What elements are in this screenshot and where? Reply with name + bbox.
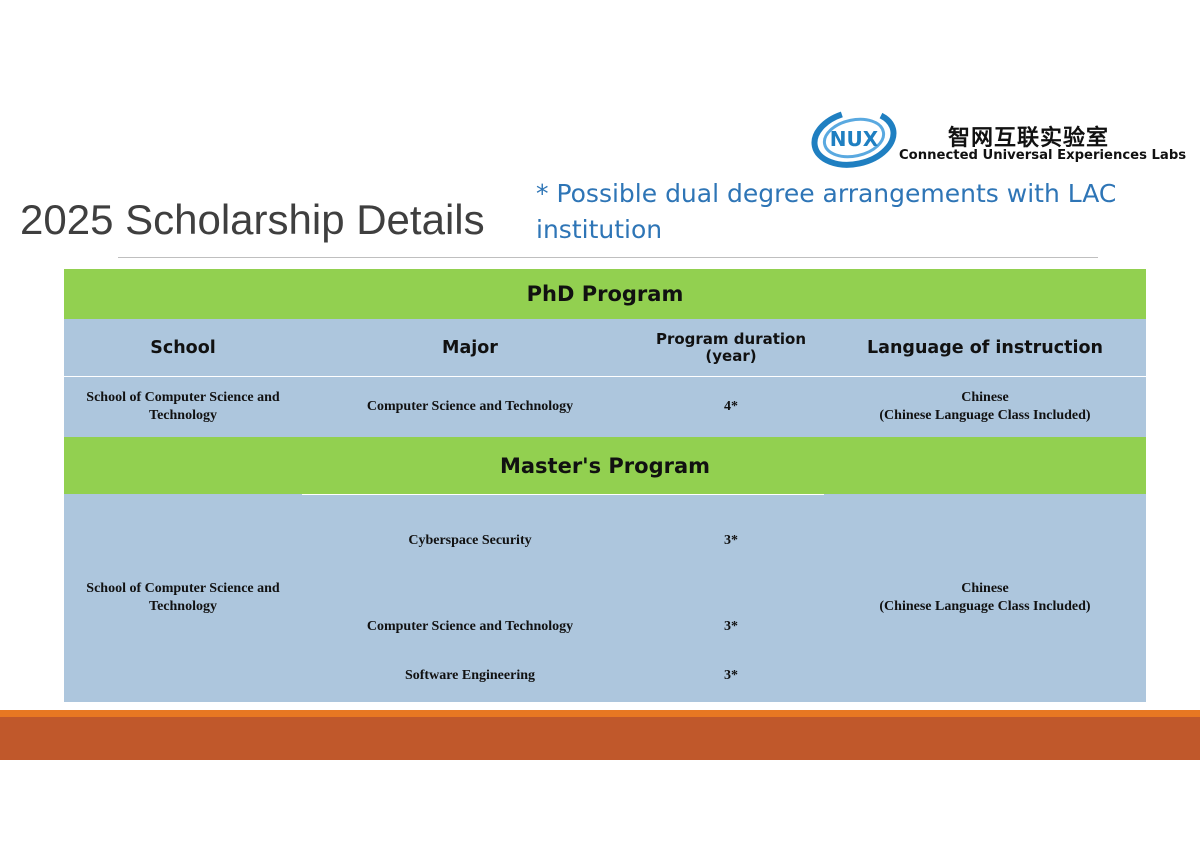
header-duration: Program duration (year) xyxy=(638,319,824,376)
header-school: School xyxy=(64,319,302,376)
phd-section-title: PhD Program xyxy=(64,269,1146,319)
masters-major-3: Software Engineering xyxy=(302,649,638,702)
header-separator xyxy=(64,376,1146,377)
dual-degree-note: * Possible dual degree arrangements with… xyxy=(536,179,1117,244)
masters-school: School of Computer Science and Technolog… xyxy=(64,494,302,702)
masters-duration-2: 3* xyxy=(638,587,824,649)
masters-language-line1: Chinese xyxy=(961,581,1009,596)
masters-major-2: Computer Science and Technology xyxy=(302,587,638,649)
lab-name-english: Connected Universal Experiences Labs xyxy=(899,148,1187,163)
lab-name-chinese: 智网互联实验室 xyxy=(948,126,1110,151)
lab-logo: NUX 智网互联实验室 Connected Universal Experien… xyxy=(810,106,1190,170)
phd-duration: 4* xyxy=(638,377,824,437)
logo-mark-text: NUX xyxy=(830,127,879,151)
footer-bar xyxy=(0,717,1200,760)
masters-major-1: Cyberspace Security xyxy=(302,495,638,587)
phd-school: School of Computer Science and Technolog… xyxy=(64,377,302,437)
header-duration-line1: Program duration xyxy=(655,329,807,348)
header-major: Major xyxy=(302,319,638,376)
masters-duration-1: 3* xyxy=(638,495,824,587)
phd-language-line1: Chinese xyxy=(961,390,1009,405)
phd-major: Computer Science and Technology xyxy=(302,377,638,437)
masters-top-separator xyxy=(302,494,824,495)
footer-accent-bar xyxy=(0,710,1200,717)
masters-language: Chinese (Chinese Language Class Included… xyxy=(824,494,1146,702)
title-divider xyxy=(118,257,1098,258)
scholarship-table: PhD Program School Major Program duratio… xyxy=(64,269,1146,702)
nux-globe-icon: NUX xyxy=(811,108,897,168)
phd-language-line2: (Chinese Language Class Included) xyxy=(879,408,1091,423)
header-duration-line2: (year) xyxy=(705,346,757,365)
masters-section-title: Master's Program xyxy=(64,437,1146,494)
masters-duration-3: 3* xyxy=(638,649,824,702)
phd-language: Chinese (Chinese Language Class Included… xyxy=(824,377,1146,437)
page-title: 2025 Scholarship Details xyxy=(20,196,485,243)
header-language: Language of instruction xyxy=(824,319,1146,376)
masters-language-line2: (Chinese Language Class Included) xyxy=(879,599,1091,614)
